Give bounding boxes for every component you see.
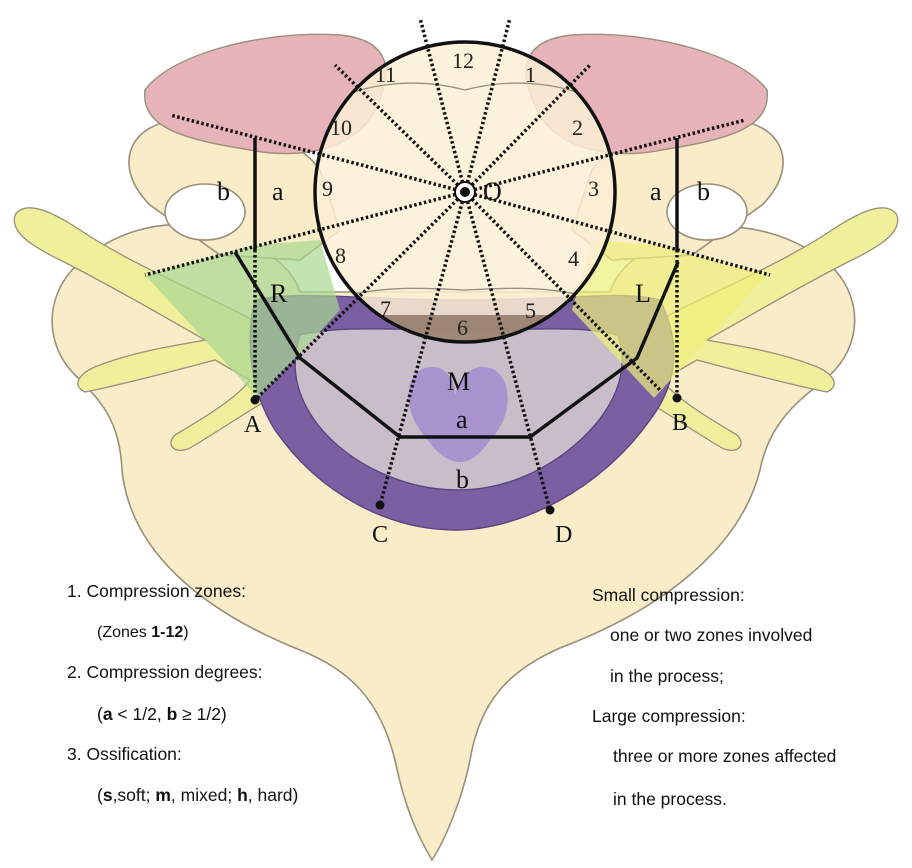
legend-item-1-detail: (Zones 1-12) [97,625,189,641]
zone-number: 1 [525,62,536,87]
point-a-marker [251,396,260,405]
legend-item-2: 2. Compression degrees: [67,664,263,682]
legend-large-line2: in the process. [613,791,727,809]
zone-number: 8 [335,243,346,268]
degree-b-label-right: b [217,177,230,206]
zone-r-label: R [270,279,288,308]
legend-small-line1: one or two zones involved [610,627,812,645]
zone-number: 12 [452,48,474,73]
zone-number: 2 [572,115,583,140]
legend-small-line2: in the process; [610,668,724,686]
legend-small-title: Small compression: [592,587,745,605]
degree-a-label-left: a [650,177,662,206]
degree-b-label-left: b [697,177,710,206]
zone-number: 3 [588,176,599,201]
degree-b-label-middle: b [456,465,469,494]
legend-large-title: Large compression: [592,708,746,726]
point-c-label: C [372,522,388,548]
legend-item-2-detail: (a < 1/2, b ≥ 1/2) [97,706,227,724]
center-point [455,182,475,202]
point-a-label: A [244,412,262,438]
point-d-marker [546,506,555,515]
legend-item-3: 3. Ossification: [67,746,182,764]
point-c-marker [376,501,385,510]
zone-number: 5 [525,298,536,323]
degree-a-label-right: a [272,177,284,206]
legend-item-3-detail: (s,soft; m, mixed; h, hard) [97,787,298,805]
zone-number: 7 [380,296,391,321]
zone-l-label: L [635,279,651,308]
point-b-marker [673,394,682,403]
zone-m-label: M [447,367,470,396]
legend-item-1: 1. Compression zones: [67,583,246,601]
zone-number: 10 [330,115,352,140]
center-label: O [483,177,502,206]
zone-number: 9 [322,176,333,201]
zone-number: 11 [375,62,396,87]
zone-number: 6 [457,315,468,340]
degree-a-label-middle: a [456,405,468,434]
zone-number: 4 [568,246,579,271]
legend-large-line1: three or more zones affected [613,748,836,766]
point-b-label: B [672,410,688,436]
point-d-label: D [555,522,572,548]
